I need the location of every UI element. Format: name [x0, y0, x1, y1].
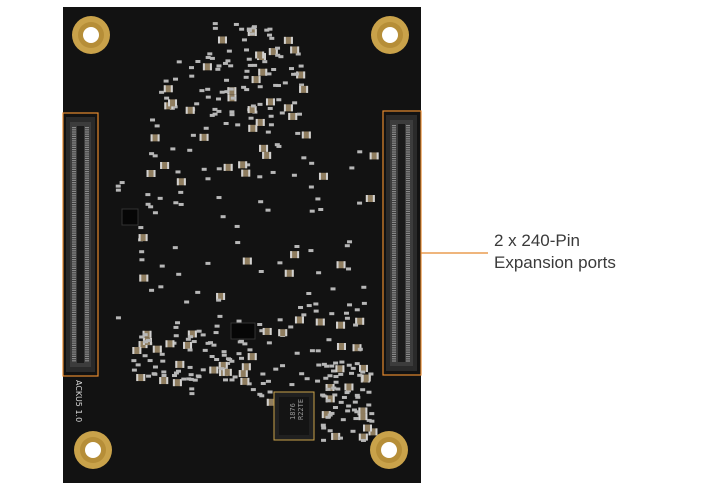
expansion-connector-right: [382, 110, 422, 376]
ic-marking-1: R22TE: [297, 399, 305, 420]
mounting-hole-top-right: [371, 16, 409, 54]
expansion-connector-left: [62, 112, 99, 377]
mounting-hole-bottom-left: [74, 431, 112, 469]
board-version-silkscreen: ACKU5 1.0: [74, 380, 83, 422]
callout-label: 2 x 240-Pin Expansion ports: [494, 230, 616, 274]
mounting-hole-bottom-right: [370, 431, 408, 469]
callout-line-2: Expansion ports: [494, 253, 616, 272]
ic-small-2: [230, 322, 256, 340]
ic-marking-2: 1876: [289, 403, 297, 420]
inductor-component: R22TE 1876: [273, 391, 315, 441]
mounting-hole-top-left: [72, 16, 110, 54]
callout-line-1: 2 x 240-Pin: [494, 231, 580, 250]
smd-components: [115, 22, 379, 442]
ic-small-1: [121, 208, 139, 226]
